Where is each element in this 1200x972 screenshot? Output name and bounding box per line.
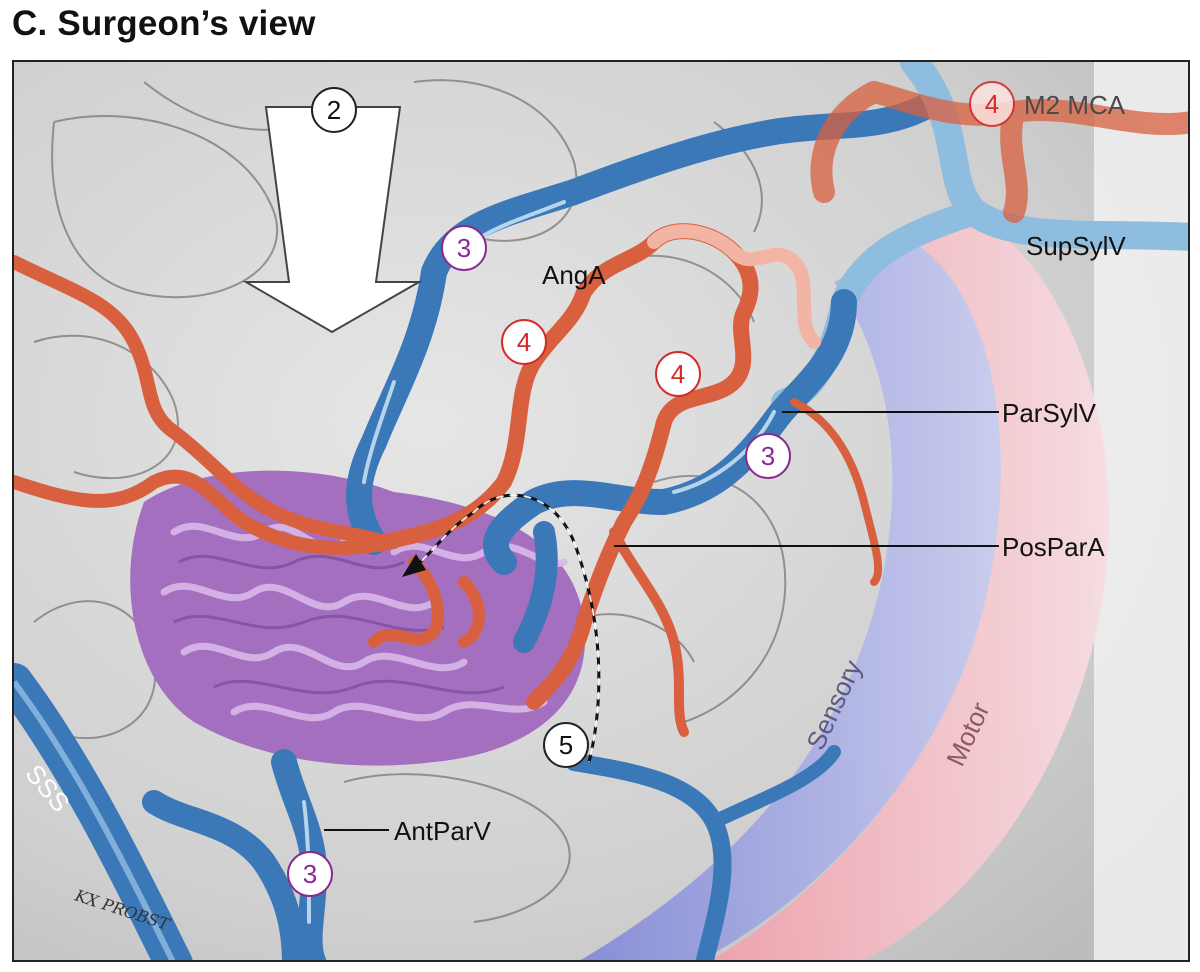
label-posparA: PosParA [1002,532,1105,562]
label-parsylv: ParSylV [1002,398,1097,428]
marker-2-text: 2 [327,95,341,125]
leader-lines [324,411,999,831]
resection-arrowhead [402,554,426,577]
arteries [14,223,883,737]
marker-3-top-text: 3 [457,233,471,263]
label-m2-mca: M2 MCA [1024,90,1126,120]
marker-5-text: 5 [559,730,573,760]
avm-coil-shadows [173,554,505,695]
marker-m2-4-text: 4 [985,89,999,119]
approach-arrow [242,106,423,334]
marker-4-left-text: 4 [517,327,531,357]
marker-3-right: 3 [745,433,791,479]
label-supsylv: SupSylV [1026,231,1126,261]
marker-4-right: 4 [655,351,701,397]
marker-3-bottom: 3 [287,851,333,897]
marker-2: 2 [311,87,357,133]
illustration-canvas: M2 MCA SupSylV AngA ParSylV PosParA AntP… [14,62,1188,960]
marker-4-right-text: 4 [671,359,685,389]
figure-title: C. Surgeon’s view [12,4,316,43]
marker-m2-4: 4 [969,81,1015,127]
marker-3-bottom-text: 3 [303,859,317,889]
angular-artery-light [647,224,821,349]
marker-4-left: 4 [501,319,547,365]
m2-mca-branches [810,81,1188,223]
marker-3-right-text: 3 [761,441,775,471]
skull-edge [1094,62,1188,960]
resection-path-white [408,494,600,763]
label-antparv: AntParV [394,816,491,846]
surgeon-view-illustration: M2 MCA SupSylV AngA ParSylV PosParA AntP… [12,60,1190,962]
label-anga: AngA [542,260,606,290]
sensory-cortex-strip [580,242,1001,960]
resection-path-dashed [408,493,601,763]
motor-cortex-strip [710,212,1109,960]
sss-highlight [14,680,176,960]
marker-3-top: 3 [441,225,487,271]
marker-5: 5 [543,722,589,768]
